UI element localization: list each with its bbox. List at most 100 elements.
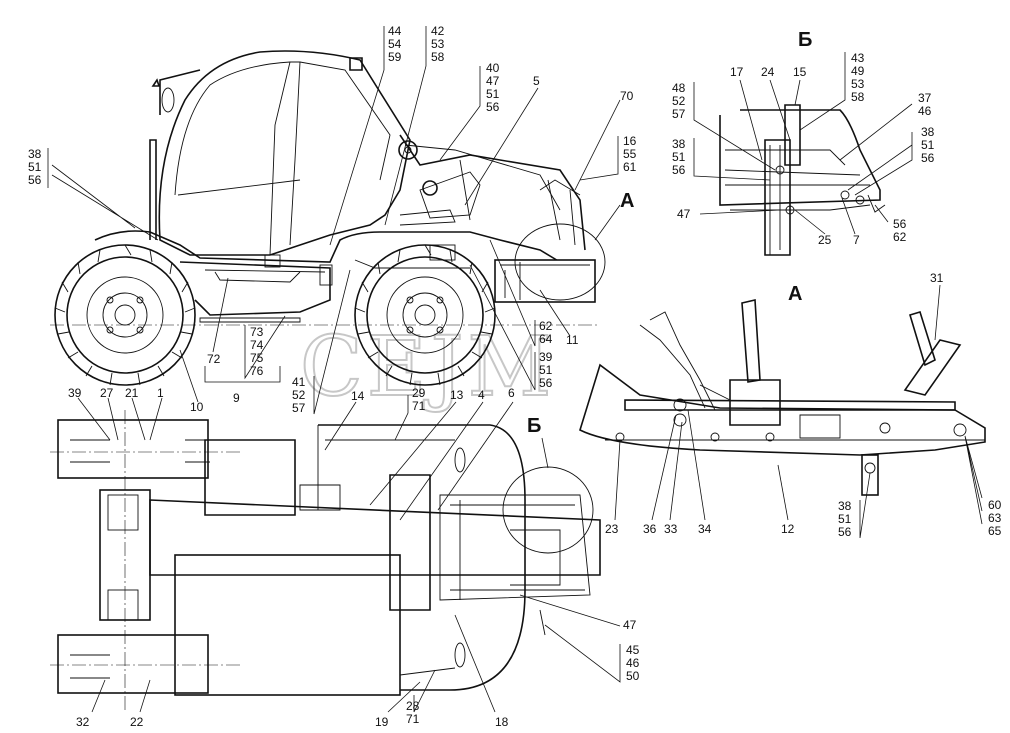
callout-label: 56 [672, 163, 686, 177]
callout-label: 49 [851, 64, 865, 78]
callout-label: 52 [672, 94, 686, 108]
callout-label: 10 [190, 400, 204, 414]
callout-label: 34 [698, 522, 712, 536]
top-view-labels: 39 27 21 1 14 29 71 13 4 6 Б 47 45 46 50… [68, 386, 640, 729]
callout-label: 51 [838, 512, 852, 526]
view-b-labels: 17 24 15 43 49 53 58 48 52 57 37 46 38 5… [672, 51, 935, 247]
callout-label: 56 [486, 100, 500, 114]
callout-label: 7 [853, 233, 860, 247]
callout-label: 54 [388, 37, 402, 51]
callout-label: 53 [431, 37, 445, 51]
callout-label: 51 [486, 87, 500, 101]
view-b-callout: Б [527, 415, 541, 437]
callout-label: 71 [406, 712, 420, 726]
callout-label: 4 [478, 388, 485, 402]
callout-label: 52 [292, 388, 306, 402]
callout-label: 39 [539, 350, 553, 364]
callout-label: 64 [539, 332, 553, 346]
callout-label: 9 [233, 391, 240, 405]
callout-label: 5 [533, 74, 540, 88]
callout-label: 38 [28, 147, 42, 161]
callout-label: 38 [921, 125, 935, 139]
callout-label: 19 [375, 715, 389, 729]
callout-label: 47 [486, 74, 500, 88]
callout-label: 51 [921, 138, 935, 152]
view-a-labels: 31 23 36 33 34 12 38 51 56 60 63 65 [605, 271, 1002, 539]
view-b: Б [719, 29, 886, 256]
callout-label: 12 [781, 522, 795, 536]
callout-label: 51 [672, 150, 686, 164]
callout-label: 44 [388, 24, 402, 38]
callout-label: 63 [988, 511, 1002, 525]
callout-label: 57 [672, 107, 686, 121]
top-view [50, 410, 601, 710]
callout-label: 40 [486, 61, 500, 75]
callout-label: 58 [851, 90, 865, 104]
callout-label: 59 [388, 50, 402, 64]
callout-label: 53 [851, 77, 865, 91]
callout-label: 46 [626, 656, 640, 670]
callout-label: 62 [893, 230, 907, 244]
callout-label: 41 [292, 375, 306, 389]
callout-label: 56 [921, 151, 935, 165]
callout-label: 50 [626, 669, 640, 683]
callout-label: 14 [351, 389, 365, 403]
callout-label: 46 [918, 104, 932, 118]
side-view [50, 50, 606, 386]
callout-label: 36 [643, 522, 657, 536]
callout-label: 27 [100, 386, 114, 400]
callout-label: 45 [626, 643, 640, 657]
callout-label: 38 [672, 137, 686, 151]
side-view-labels: 38 51 56 44 54 59 42 53 58 40 47 51 56 5… [28, 24, 637, 415]
callout-label: 37 [918, 91, 932, 105]
callout-label: 60 [988, 498, 1002, 512]
callout-label: 31 [930, 271, 944, 285]
callout-label: 23 [605, 522, 619, 536]
callout-label: 32 [76, 715, 90, 729]
callout-label: 33 [664, 522, 678, 536]
callout-label: 47 [677, 207, 691, 221]
callout-label: 11 [566, 333, 579, 347]
callout-label: 22 [130, 715, 144, 729]
callout-label: 73 [250, 325, 264, 339]
callout-label: 29 [412, 386, 426, 400]
callout-label: 65 [988, 524, 1002, 538]
callout-label: 24 [761, 65, 775, 79]
callout-label: 71 [412, 399, 426, 413]
callout-label: 18 [495, 715, 509, 729]
callout-label: 61 [623, 160, 637, 174]
front-box [494, 259, 596, 303]
callout-label: 15 [793, 65, 807, 79]
callout-label: 47 [623, 618, 637, 632]
callout-label: 17 [730, 65, 744, 79]
callout-label: 56 [28, 173, 42, 187]
view-a: А [579, 283, 986, 496]
callout-label: 42 [431, 24, 445, 38]
callout-label: 62 [539, 319, 553, 333]
callout-label: 38 [838, 499, 852, 513]
callout-label: 51 [28, 160, 42, 174]
callout-label: 21 [125, 386, 139, 400]
view-a-callout: А [620, 190, 634, 212]
callout-label: 28 [406, 699, 420, 713]
callout-label: 25 [818, 233, 832, 247]
watermark: CEJM [300, 320, 555, 415]
callout-label: 75 [250, 351, 264, 365]
callout-label: 43 [851, 51, 865, 65]
callout-label: 56 [893, 217, 907, 231]
view-b-title: Б [798, 29, 812, 51]
callout-label: 51 [539, 363, 553, 377]
callout-label: 13 [450, 388, 464, 402]
callout-label: 57 [292, 401, 306, 415]
callout-label: 39 [68, 386, 82, 400]
callout-label: 1 [157, 386, 164, 400]
callout-label: 76 [250, 364, 264, 378]
callout-label: 55 [623, 147, 637, 161]
callout-label: 56 [539, 376, 553, 390]
callout-label: 70 [620, 89, 634, 103]
callout-label: 58 [431, 50, 445, 64]
rear-wheel [54, 244, 196, 386]
callout-label: 48 [672, 81, 686, 95]
view-a-title: А [788, 283, 802, 305]
